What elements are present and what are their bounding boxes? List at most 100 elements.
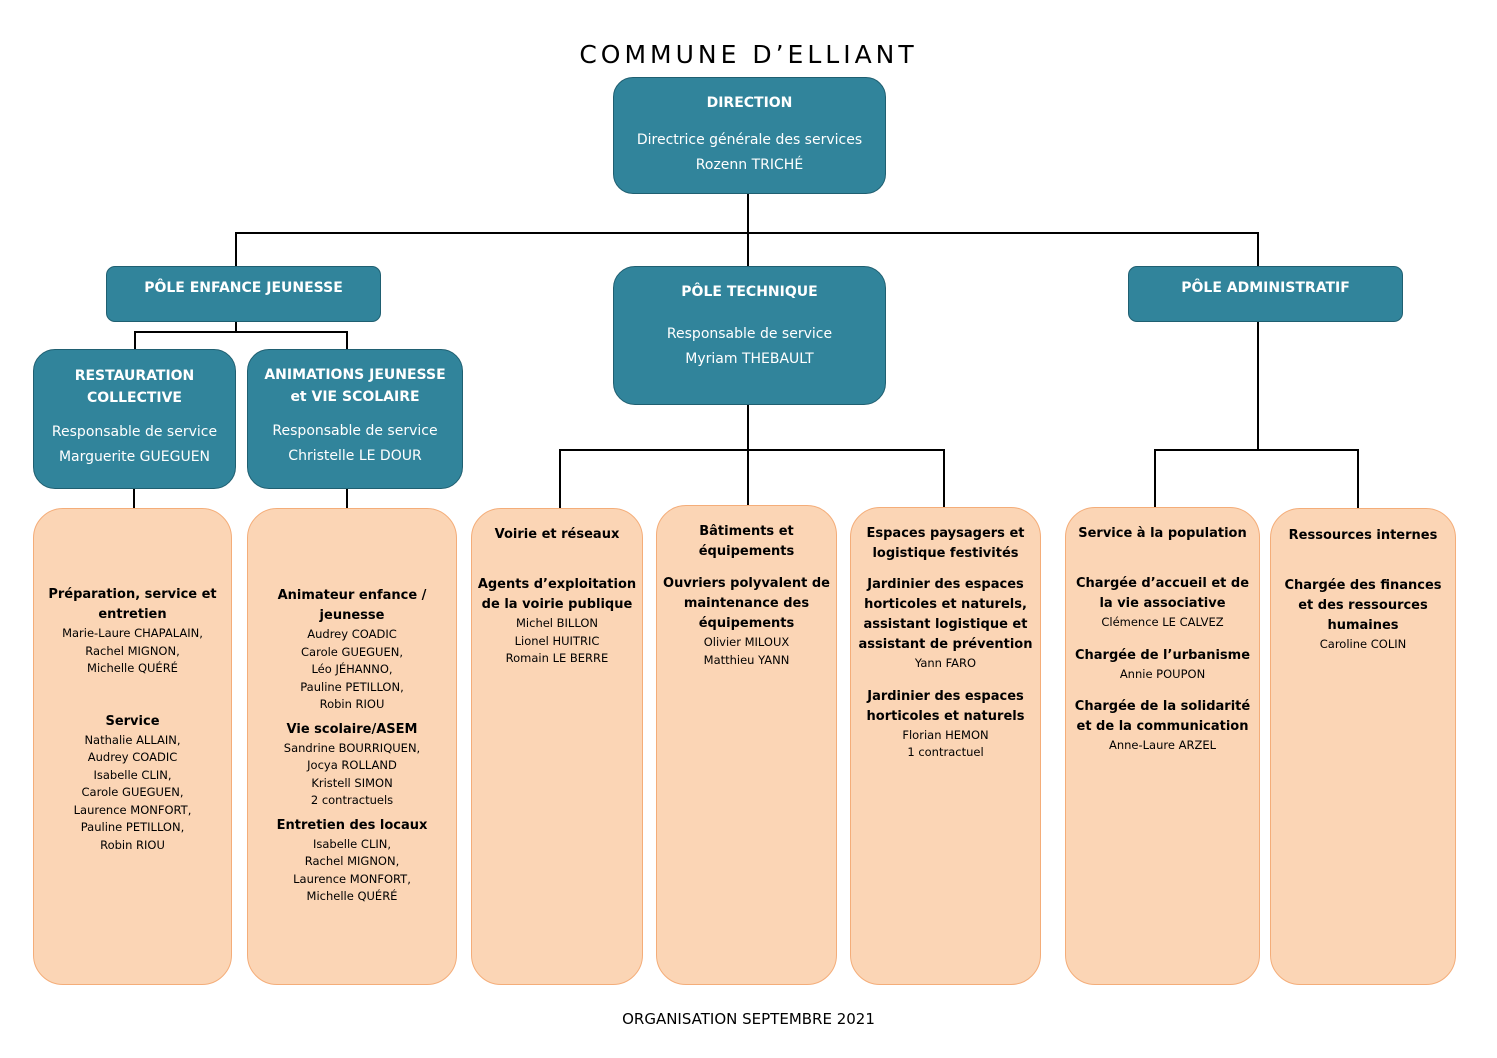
team-voirie-box: Voirie et réseaux Agents d’exploitation … <box>471 508 643 985</box>
group-heading: Chargée de l’urbanisme <box>1074 647 1251 663</box>
group-heading: Préparation, service et <box>48 587 217 602</box>
group-heading: horticoles et naturels, <box>864 597 1027 612</box>
member-name: Léo JÉHANNO, <box>311 662 393 676</box>
member-name: Rachel MIGNON, <box>304 854 400 868</box>
group-heading: et de la communication <box>1076 719 1249 734</box>
team-title: Bâtiments et <box>699 524 794 539</box>
member-name: Marie-Laure CHAPALAIN, <box>62 626 203 640</box>
member-name: Robin RIOU <box>319 697 385 711</box>
member-name: Jocya ROLLAND <box>307 758 397 772</box>
group-heading: Service <box>105 713 160 729</box>
member-name: Olivier MILOUX <box>703 635 790 649</box>
member-name: Florian HEMON <box>902 727 989 742</box>
member-name: Carole GUEGUEN, <box>81 785 184 799</box>
team-title: Ressources internes <box>1288 528 1438 543</box>
member-name: Caroline COLIN <box>1319 637 1407 651</box>
group-heading: Ouvriers polyvalent de <box>663 576 830 591</box>
group-heading: Jardinier des espaces <box>867 688 1024 704</box>
member-name: Romain LE BERRE <box>505 651 609 665</box>
member-name: Clémence LE CALVEZ <box>1101 615 1224 629</box>
pole-administratif-box: PÔLE ADMINISTRATIF <box>1128 266 1403 322</box>
group-heading: de la voirie publique <box>481 597 633 612</box>
team-title: Service à la population <box>1078 526 1247 541</box>
group-heading: Agents d’exploitation <box>477 577 637 592</box>
member-name: Yann FARO <box>914 656 977 670</box>
group-heading: assistant logistique et <box>863 617 1028 632</box>
team-animations-box: Animateur enfance / jeunesse Audrey COAD… <box>247 508 457 985</box>
member-name: 2 contractuels <box>310 793 394 807</box>
group-heading: Vie scolaire/ASEM <box>286 721 418 737</box>
group-heading: Animateur enfance / <box>277 588 427 603</box>
team-ressources-box: Ressources internes Chargée des finances… <box>1270 508 1456 985</box>
group-heading: maintenance des <box>683 596 810 611</box>
member-name: 1 contractuel <box>907 745 984 759</box>
member-name: Sandrine BOURRIQUEN, <box>283 740 421 755</box>
member-name: Michel BILLON <box>516 616 598 630</box>
member-name: Robin RIOU <box>100 837 165 852</box>
team-restauration-box: Préparation, service et entretien Marie-… <box>33 508 232 985</box>
member-name: Michelle QUÉRÉ <box>87 661 178 675</box>
member-name: Anne-Laure ARZEL <box>1108 738 1217 752</box>
pole-enfance-box: PÔLE ENFANCE JEUNESSE <box>106 266 381 322</box>
group-heading: entretien <box>98 607 167 622</box>
member-name: Isabelle CLIN, <box>93 767 172 782</box>
member-name: Audrey COADIC <box>307 627 397 641</box>
group-heading: la vie associative <box>1099 596 1226 611</box>
pole-enfance-title: PÔLE ENFANCE JEUNESSE <box>144 280 343 296</box>
team-batiments-box: Bâtiments et équipements Ouvriers polyva… <box>656 505 837 985</box>
restauration-role: Responsable de service <box>51 424 218 440</box>
direction-title: DIRECTION <box>706 95 793 111</box>
animations-title-line1: ANIMATIONS JEUNESSE <box>264 367 446 383</box>
group-heading: Entretien des locaux <box>276 817 428 833</box>
direction-name: Rozenn TRICHÉ <box>695 157 804 173</box>
pole-technique-box: PÔLE TECHNIQUE Responsable de service My… <box>613 266 886 405</box>
pole-technique-title: PÔLE TECHNIQUE <box>681 284 818 300</box>
animations-name: Christelle LE DOUR <box>288 448 422 464</box>
group-heading: Chargée d’accueil et de <box>1075 576 1250 591</box>
member-name: Matthieu YANN <box>703 652 790 667</box>
pole-technique-role: Responsable de service <box>666 326 833 342</box>
member-name: Laurence MONFORT, <box>73 802 192 817</box>
group-heading: jeunesse <box>319 608 385 623</box>
member-name: Nathalie ALLAIN, <box>84 732 181 747</box>
animations-box: ANIMATIONS JEUNESSE et VIE SCOLAIRE Resp… <box>247 349 463 489</box>
pole-administratif-title: PÔLE ADMINISTRATIF <box>1181 280 1350 296</box>
direction-box: DIRECTION Directrice générale des servic… <box>613 77 886 194</box>
team-espaces-box: Espaces paysagers et logistique festivit… <box>850 507 1041 985</box>
member-name: Rachel MIGNON, <box>85 643 180 658</box>
member-name: Lionel HUITRIC <box>514 633 600 648</box>
page-title: COMMUNE D’ELLIANT <box>579 40 918 69</box>
team-title: Espaces paysagers et <box>866 526 1025 541</box>
member-name: Annie POUPON <box>1119 666 1206 681</box>
page-footer: ORGANISATION SEPTEMBRE 2021 <box>622 1010 875 1028</box>
member-name: Laurence MONFORT, <box>293 871 411 886</box>
member-name: Isabelle CLIN, <box>312 836 391 851</box>
pole-technique-name: Myriam THEBAULT <box>685 351 814 367</box>
member-name: Audrey COADIC <box>87 750 178 764</box>
group-heading: assistant de prévention <box>858 637 1033 652</box>
member-name: Pauline PETILLON, <box>80 820 185 834</box>
member-name: Michelle QUÉRÉ <box>306 889 398 903</box>
restauration-box: RESTAURATION COLLECTIVE Responsable de s… <box>33 349 236 489</box>
group-heading: équipements <box>698 616 795 631</box>
group-heading: Chargée de la solidarité <box>1074 699 1251 714</box>
direction-role: Directrice générale des services <box>636 132 863 148</box>
restauration-name: Marguerite GUEGUEN <box>58 449 211 465</box>
member-name: Kristell SIMON <box>311 775 393 790</box>
group-heading: horticoles et naturels <box>866 708 1025 724</box>
group-heading: et des ressources <box>1298 598 1428 613</box>
restauration-title-line2: COLLECTIVE <box>86 390 182 406</box>
animations-role: Responsable de service <box>272 423 438 439</box>
team-title: Voirie et réseaux <box>494 527 620 542</box>
group-heading: humaines <box>1327 618 1399 633</box>
team-population-box: Service à la population Chargée d’accuei… <box>1065 507 1260 985</box>
team-title: logistique festivités <box>872 546 1019 561</box>
animations-title-line2: et VIE SCOLAIRE <box>290 389 420 405</box>
member-name: Carole GUEGUEN, <box>301 644 403 659</box>
member-name: Pauline PETILLON, <box>300 679 404 694</box>
group-heading: Chargée des finances <box>1284 578 1442 593</box>
group-heading: Jardinier des espaces <box>867 577 1024 592</box>
team-title: équipements <box>698 544 795 559</box>
restauration-title-line1: RESTAURATION <box>74 368 195 384</box>
